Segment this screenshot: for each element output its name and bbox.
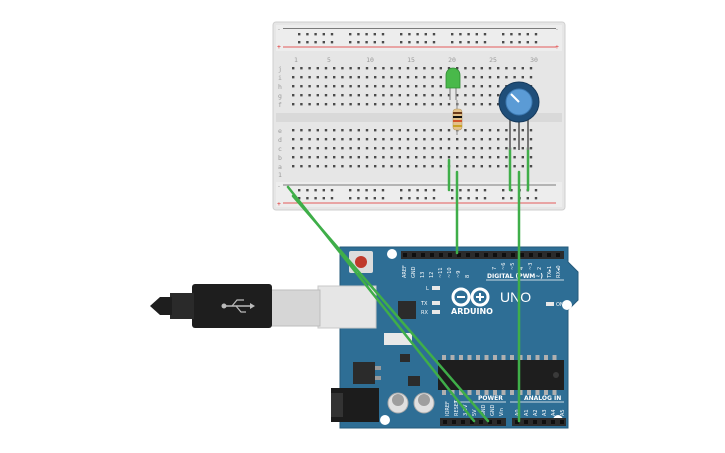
potentiometer[interactable] (498, 81, 540, 150)
row-label-b: b (278, 154, 282, 162)
power-label: POWER (478, 395, 503, 402)
reset-button-cap[interactable] (355, 256, 367, 268)
rail-minus-label-bottom: - (277, 182, 281, 190)
column-label-10: 10 (366, 56, 374, 64)
mounting-hole (562, 300, 572, 310)
pin-label-gnd: GND (411, 266, 417, 278)
arduino-brand-text: ARDUINO (451, 307, 493, 316)
rail-plus-label: + (277, 43, 281, 51)
breadboard[interactable]: - + - + - + 1 5 10 15 20 25 30 j i h g f… (272, 21, 566, 211)
resistor[interactable] (452, 100, 463, 135)
pin-label-6: ~6 (501, 263, 507, 270)
wire-5v-to-rail[interactable] (291, 194, 490, 423)
pin-label-vin: Vin (499, 408, 505, 416)
usb-plug-metal (269, 289, 321, 327)
column-label-1-bottom: 1 (278, 171, 282, 179)
on-led-label: ON (556, 302, 564, 308)
usb-chip (398, 301, 416, 319)
pin-label-ioref: IOREF (445, 401, 451, 416)
pin-label-13: 13 (420, 272, 426, 278)
arduino-infinity-logo-icon (451, 287, 490, 307)
row-label-e: e (278, 127, 282, 135)
breadboard-center-channel (276, 113, 562, 122)
usb-port (317, 285, 377, 329)
pin-label-12: 12 (429, 272, 435, 278)
usb-strain-relief (170, 293, 194, 319)
row-label-h: h (278, 83, 282, 91)
led-tx-label: TX (420, 301, 428, 307)
model-label: UNO (500, 289, 531, 305)
row-label-g: g (278, 92, 282, 100)
pin-label-gnd-1: GND (481, 404, 487, 416)
pin-label-5v: 5V (472, 409, 478, 416)
led-rx-label: RX (421, 310, 428, 316)
pin-label-a4: A4 (551, 409, 557, 416)
column-label-5: 5 (327, 56, 331, 64)
row-label-d: d (278, 136, 282, 144)
pin-label-reset: RESET (454, 399, 460, 416)
smd-component (400, 354, 410, 362)
mounting-hole (387, 249, 397, 259)
pin-label-7: 7 (492, 267, 498, 270)
pin-label-3: ~3 (528, 263, 534, 270)
rail-plus-label-bottom: + (277, 200, 281, 208)
pin-label-a3: A3 (542, 409, 548, 416)
pin-label-a2: A2 (533, 409, 539, 416)
row-label-j: j (278, 65, 282, 73)
arduino-uno-board[interactable]: AREF GND 13 12 ~11 ~10 ~9 8 7 ~6 ~5 4 ~3… (331, 246, 579, 429)
row-label-f: f (278, 101, 282, 109)
pin-label-a5: A5 (560, 409, 566, 416)
mounting-hole (380, 415, 390, 425)
atmega-microcontroller (438, 360, 564, 390)
digital-pin-labels: AREF GND 13 12 ~11 ~10 ~9 8 7 ~6 ~5 4 ~3… (402, 263, 562, 279)
usb-symbol-icon (221, 299, 255, 313)
pin-label-gnd-2: GND (490, 404, 496, 416)
digital-header[interactable] (401, 251, 564, 259)
pin-label-2: 2 (537, 267, 543, 270)
column-label-30: 30 (530, 56, 538, 64)
voltage-regulator (353, 362, 375, 384)
pin-label-11: ~11 (438, 267, 444, 278)
pin-label-8: 8 (465, 275, 471, 278)
pin-label-5: ~5 (510, 263, 516, 270)
pin-label-aref: AREF (402, 265, 408, 278)
pin-label-tx1: TX▸1 (547, 266, 553, 279)
analog-in-label: ANALOG IN (524, 395, 561, 402)
pin-label-10: ~10 (447, 267, 453, 278)
column-label-20: 20 (448, 56, 456, 64)
header-pin-holes (403, 253, 564, 424)
column-label-25: 25 (489, 56, 497, 64)
row-label-i: i (278, 74, 282, 82)
potentiometer-knob-indicator (510, 93, 520, 103)
green-led[interactable] (445, 67, 461, 100)
rail-minus-label-right: - (555, 25, 559, 33)
jumper-wires[interactable] (286, 146, 530, 423)
pin-label-a1: A1 (524, 409, 530, 416)
pin-label-9: ~9 (456, 271, 462, 278)
usb-cable-end (150, 297, 172, 315)
on-led (546, 302, 554, 306)
led-l (432, 286, 440, 290)
digital-pwm-label: DIGITAL (PWM~) (487, 273, 543, 280)
led-rx (432, 310, 440, 314)
column-label-15: 15 (407, 56, 415, 64)
row-label-a: a (278, 163, 282, 171)
analog-header[interactable] (512, 418, 566, 426)
rail-minus-label: - (277, 25, 281, 33)
led-tx (432, 301, 440, 305)
usb-cable[interactable] (150, 284, 377, 329)
pin-label-rx0: RX◂0 (556, 265, 562, 278)
column-label-1: 1 (294, 56, 298, 64)
smd-component (408, 376, 420, 386)
row-label-c: c (278, 145, 282, 153)
led-l-label: L (426, 286, 429, 292)
pin-label-4: 4 (519, 267, 525, 270)
rail-plus-label-right: + (555, 43, 559, 51)
